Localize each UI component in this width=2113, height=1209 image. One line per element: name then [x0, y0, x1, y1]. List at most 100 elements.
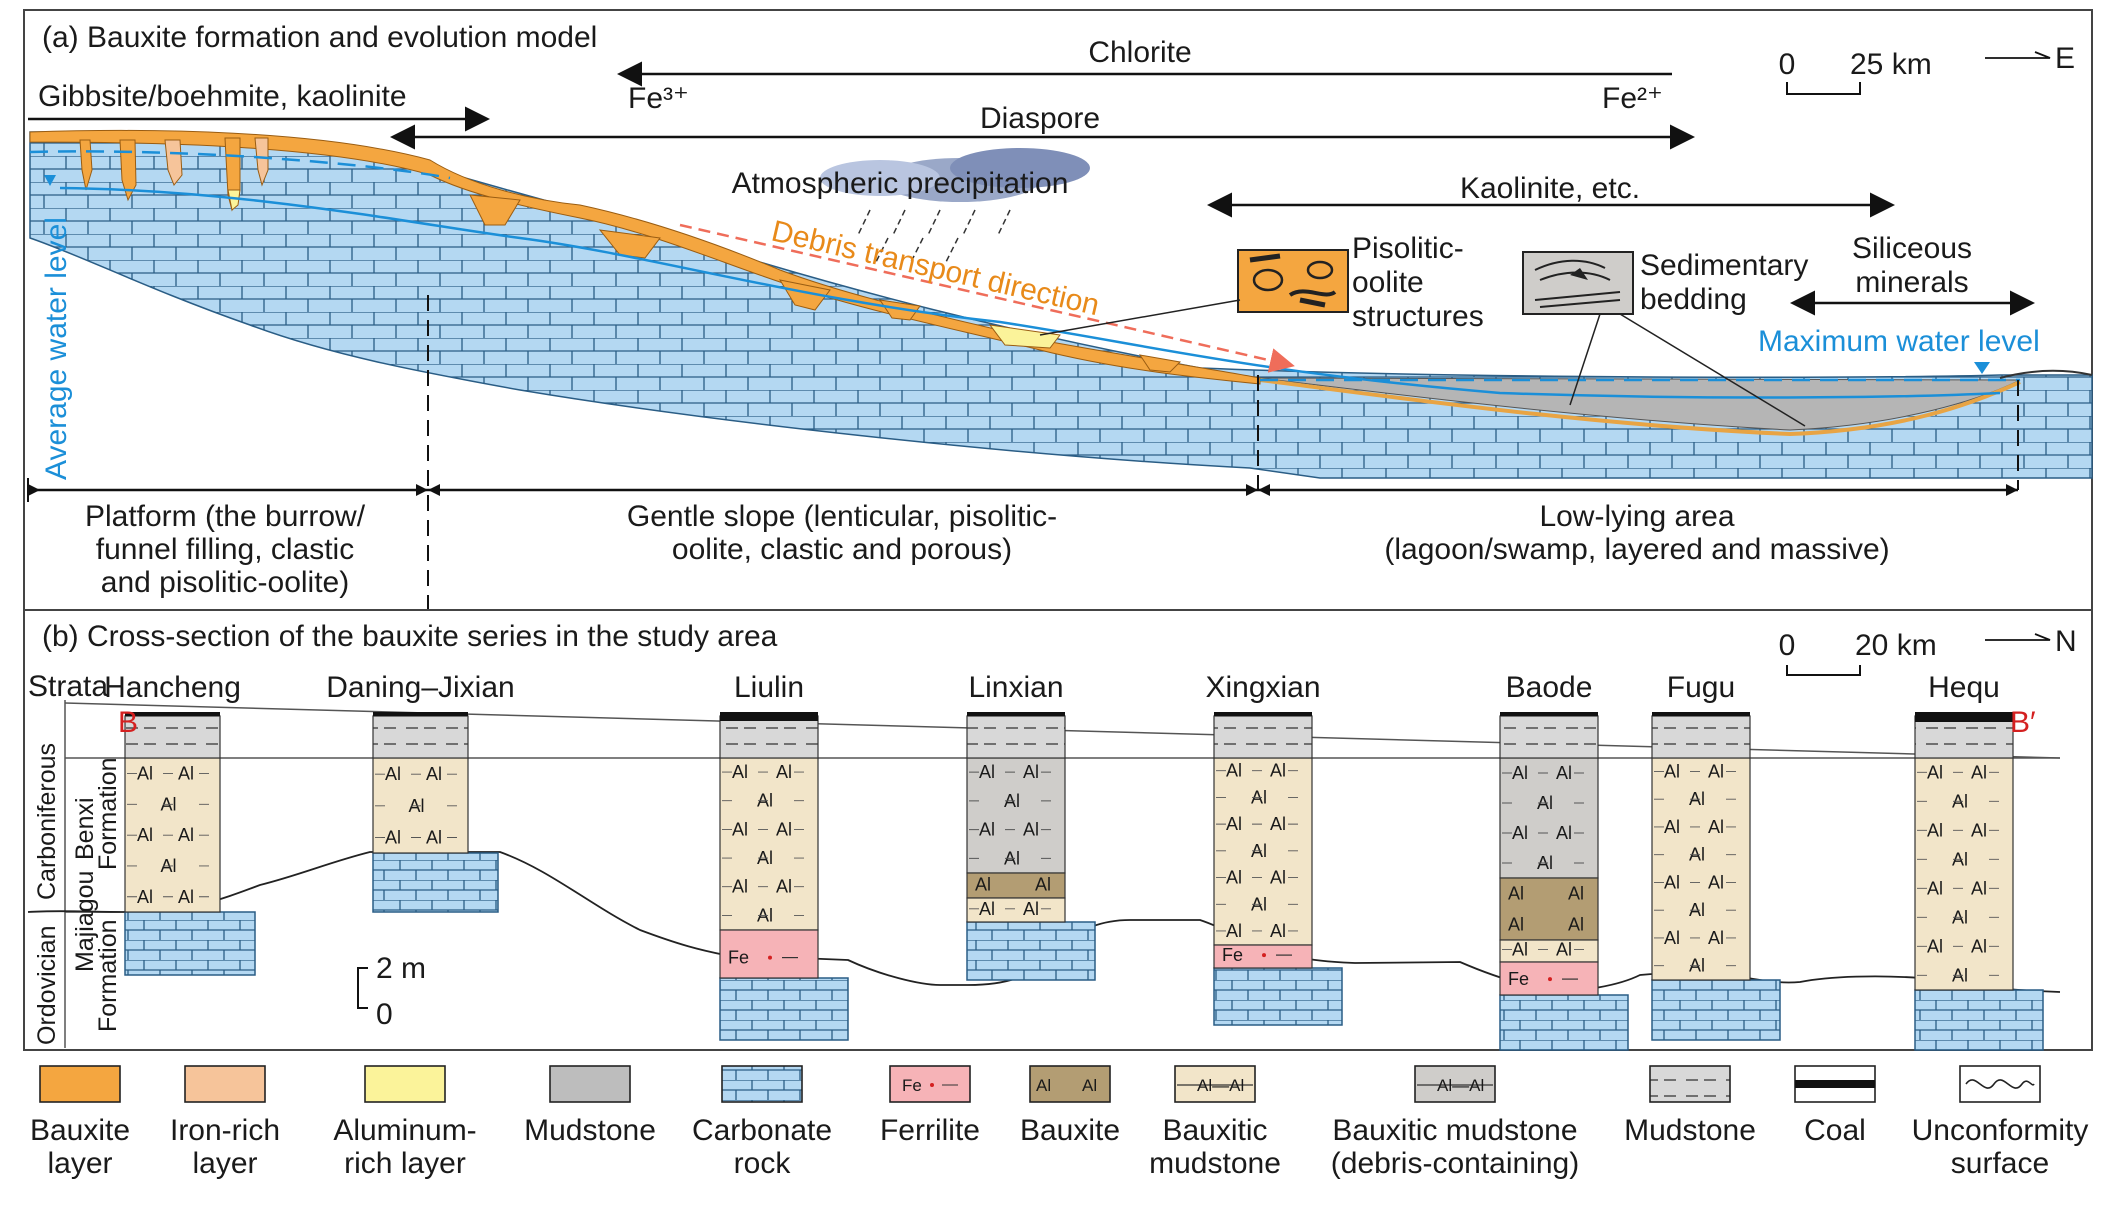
legend-label: layer: [192, 1147, 257, 1180]
lithology-unit: [719, 757, 819, 931]
lithology-unit: [1499, 757, 1599, 879]
marker-b-prime: B′: [2010, 706, 2036, 739]
al-symbol: Al: [385, 828, 401, 848]
panel-a-title: (a) Bauxite formation and evolution mode…: [42, 21, 597, 54]
al-symbol: Al: [178, 887, 194, 907]
svg-text:Fe: Fe: [902, 1076, 922, 1095]
fe-symbol: Fe: [728, 948, 749, 968]
legend-swatch: [549, 1065, 631, 1103]
section-name: Hancheng: [104, 671, 241, 704]
al-symbol: Al: [1512, 939, 1528, 959]
pisolitic-label-3: structures: [1352, 300, 1484, 333]
carbonate-block: [372, 852, 499, 913]
gibbsite-label: Gibbsite/boehmite, kaolinite: [38, 80, 407, 113]
east-arrow-icon: [1985, 51, 2051, 59]
al-symbol: Al: [1556, 823, 1572, 843]
al-symbol: Al: [732, 819, 748, 839]
debris-arrow: [679, 223, 1295, 373]
carbonate-block: [1499, 994, 1629, 1051]
coal-seam: [1500, 712, 1598, 716]
zone-platform-1: Platform (the burrow/: [85, 500, 366, 533]
legend-swatch: [1029, 1065, 1111, 1103]
al-symbol: Al: [137, 887, 153, 907]
legend-item: Coal: [1794, 1065, 1876, 1147]
marker-b: B: [118, 706, 138, 739]
sedimentary-label-2: bedding: [1640, 283, 1747, 316]
al-symbol: Al: [178, 764, 194, 784]
section-name: Liulin: [734, 671, 804, 704]
al-symbol: Al: [1035, 875, 1051, 895]
vertical-scale-bar: [357, 967, 368, 1009]
coal-seam: [1652, 712, 1750, 716]
legend-label: layer: [47, 1147, 112, 1180]
lithology-unit: [966, 897, 1066, 923]
section-name: Hequ: [1928, 671, 2000, 704]
svg-text:Al—Al: Al—Al: [1437, 1076, 1484, 1095]
cloud-icon: [820, 148, 1090, 263]
mudstone-cap: [1213, 715, 1313, 759]
avg-water-label: Average water level: [40, 217, 73, 480]
al-symbol: Al: [1927, 878, 1943, 898]
scale-a-zero: 0: [1779, 48, 1796, 81]
al-symbol: Al: [1664, 928, 1680, 948]
al-symbol: Al: [426, 828, 442, 848]
scale-b-zero: 0: [1779, 629, 1796, 662]
east-label: E: [2055, 42, 2075, 75]
zone-lowlying-2: (lagoon/swamp, layered and massive): [1384, 533, 1889, 566]
legend-label: Iron-rich: [170, 1114, 280, 1147]
zone-lowlying-1: Low-lying area: [1539, 500, 1734, 533]
legend-swatch: [1414, 1065, 1496, 1103]
al-symbol: Al: [1226, 761, 1242, 781]
al-symbol: Al: [979, 899, 995, 919]
al-symbol: Al: [1270, 814, 1286, 834]
fe3-label: Fe³⁺: [628, 82, 689, 115]
al-symbol: Al: [1023, 899, 1039, 919]
al-symbol: Al: [1508, 915, 1524, 935]
legend-label: Mudstone: [524, 1114, 656, 1147]
section-name: Linxian: [968, 671, 1063, 704]
al-symbol: Al: [1971, 878, 1987, 898]
al-symbol: Al: [1023, 820, 1039, 840]
al-symbol: Al: [1556, 939, 1572, 959]
al-symbol: Al: [426, 764, 442, 784]
legend-label: rich layer: [344, 1147, 466, 1180]
legend-swatch: [1959, 1065, 2041, 1103]
pisolitic-inset: [1039, 249, 1349, 336]
north-label: N: [2055, 625, 2077, 658]
chlorite-label: Chlorite: [1088, 36, 1191, 69]
al-symbol: Al: [1556, 763, 1572, 783]
section-name: Fugu: [1667, 671, 1735, 704]
al-symbol: Al: [1927, 820, 1943, 840]
al-symbol: Al: [1508, 884, 1524, 904]
fe-symbol: Fe: [1222, 945, 1243, 965]
north-arrow-icon: [1985, 633, 2051, 641]
pisolitic-label-1: Pisolitic-: [1352, 232, 1464, 265]
coal-seam: [720, 712, 818, 721]
coal-seam: [125, 712, 220, 716]
carbonate-block: [966, 921, 1096, 981]
vscale-bottom: 0: [376, 998, 393, 1031]
al-symbol: Al: [1568, 915, 1584, 935]
legend-label: Bauxite: [30, 1114, 130, 1147]
legend-label: Mudstone: [1624, 1114, 1756, 1147]
legend-label: surface: [1951, 1147, 2049, 1180]
legend-label: Bauxitic: [1162, 1114, 1267, 1147]
scale-bar-a: [1786, 82, 1861, 95]
al-symbol: Al: [1708, 928, 1724, 948]
pisolitic-label-2: oolite: [1352, 266, 1424, 299]
al-symbol: Al: [732, 762, 748, 782]
mudstone-cap: [966, 715, 1066, 759]
legend-label: Coal: [1804, 1114, 1866, 1147]
legend-swatch: [1649, 1065, 1731, 1103]
al-symbol: Al: [1708, 872, 1724, 892]
al-symbol: Al: [1971, 936, 1987, 956]
al-symbol: Al: [1023, 762, 1039, 782]
legend-label: Carbonate: [692, 1114, 832, 1147]
